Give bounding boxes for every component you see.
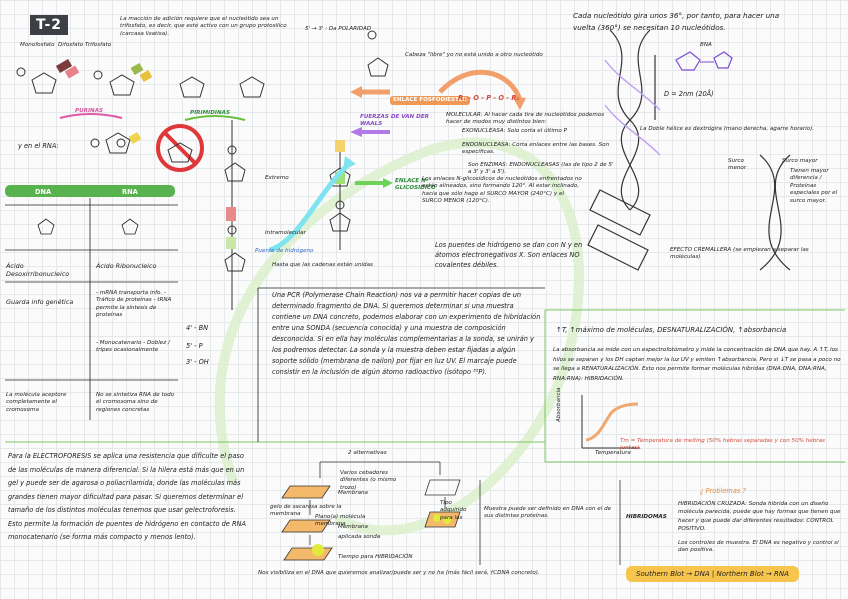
extremo-label: Extremo [265,175,289,182]
table-cell: Ácido Desoxirribonucleico [6,262,88,278]
step-label: aplicada sonda [338,534,380,541]
helice-note: Hasta que las cadenas están unidas [272,262,373,269]
southern-northern-box: Southern Blot → DNA | Northern Blot → RN… [626,566,799,582]
surco-menor: Surco menor [728,158,756,173]
exonucleasa: EXONUCLEASA: Solo corta el último P [462,128,612,135]
rotation-text: Cada nucleótido gira unos 36°, por tanto… [573,10,803,34]
axis-y-label: Absorbancia [556,387,563,422]
step-label: Membrana [338,490,368,497]
electro-text: Para la ELECTROFORESIS se aplica una res… [8,450,248,545]
hibridacion-cruzada: HIBRIDACIÓN CRUZADA: Sonda hibrida con u… [678,500,843,534]
page-title: T-2 [30,15,68,35]
table-header-rna: RNA [122,186,138,198]
step-label: Varios cebadores diferentes (o mismo tro… [340,470,410,492]
step-label: Membrana [338,524,368,531]
table-cell: Ácido Ribonucleico [96,262,178,270]
table-cell: La molécula aceptore completamente el cr… [6,392,88,414]
pirimidinas-label: PIRIMIDINAS [190,110,230,117]
table-cell: - Monocatenario - Doblez / tripes ocasio… [96,340,176,355]
pcr-text: Una PCR (Polymerase Chain Reaction) nos … [272,290,542,378]
efecto-text: EFECTO CREMALLERA (se empiezan a separar… [670,247,840,262]
prime-label: 5' - P [186,340,203,352]
intro-text: La macción de adición requiere que el nu… [120,16,290,38]
rna-label: y en el RNA: [18,140,59,152]
molecula-note: MOLECULAR: Al hacer cada tira de nucleót… [446,112,606,127]
bna-label: BNA [700,42,712,49]
doble-helice: La Doble hélice es dextrógira (mano dere… [640,126,820,133]
surco-mayor: Surco mayor [782,158,818,165]
intramolecular-label: Intramolecular [265,230,306,237]
prime-label: 3' - OH [186,356,209,368]
step-label: Tiempo para HIBRIDACIÓN [338,554,413,561]
polarity-label: 5' → 3' : Da POLARIDAD [305,26,371,33]
puentes-text: Los puentes de hidrógeno se dan con N y … [435,240,585,270]
cabeza-note: Cabeza "libre" yo no está unido a otro n… [405,52,555,59]
visualize-text: Nos visibiliza en el DNA que quieremos a… [258,570,588,577]
son-enzimas: Son ENZIMAS: ENDONUCLEASAS (las de tipo … [468,162,618,177]
table-cell: Guarda info genética [6,298,88,306]
dos-alternativas: 2 alternativas [348,450,387,457]
enlaces-n-text: Los enlaces N-glicosídicos de nucleótido… [422,176,582,206]
control-note: Los controles de muestra. El DNA es nega… [678,540,843,555]
table-cell: - mRNA transporta info. - Tráfico de pro… [96,290,176,320]
d-label: D = 2nm (20Å) [664,88,714,100]
tm-note: Tm = Temperatura de melting (50% hebras … [620,438,840,453]
purinas-label: PURINAS [75,108,103,115]
surco-note: Tienen mayor diferencia / Proteínas espe… [790,168,845,205]
fuerzas-label: FUERZAS DE VAN DER WAALS [360,114,432,129]
muestra-text: Muestra puede ser definido en DNA con el… [484,506,619,521]
hibridomas-label: HIBRIDOMAS [626,514,667,521]
temp-text: ↑T, ↑máximo de moléculas, DESNATURALIZAC… [556,324,841,336]
step-label: Tipo adquirido para las [440,500,480,522]
table-header-dna: DNA [35,186,51,198]
endonucleasa: ENDONUCLEASA: Corta enlaces entre las ba… [462,142,612,157]
mono-label: Monofosfato [20,42,55,49]
prime-label: 4' - BN [186,322,208,334]
table-cell: No se sintetiza RNA de todo el cromosoma… [96,392,176,414]
puente-h-label: Puente de hidrógeno [255,248,313,255]
problemas-title: ¿ Problemas ? [700,485,746,497]
phosphate-chain: R₁ - O - P - O - R₂ [458,92,519,104]
di-label: Difosfato [58,42,83,49]
tri-label: Trifosfato [85,42,111,49]
absorb-text: La absorbancia se mide con un espectrofo… [553,346,843,384]
